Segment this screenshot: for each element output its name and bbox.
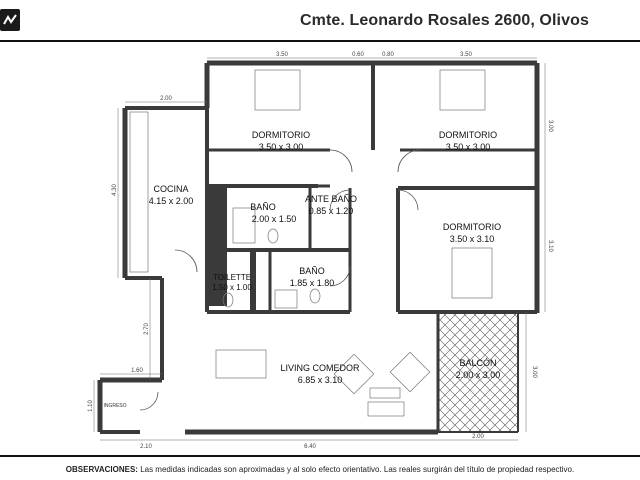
room-name-bedroom-3: DORMITORIO xyxy=(443,222,501,232)
observations-note: OBSERVACIONES: Las medidas indicadas son… xyxy=(0,465,640,474)
dimension-lines xyxy=(93,57,546,441)
header-divider xyxy=(0,40,640,42)
doors xyxy=(139,149,421,411)
room-size-antebath: 0.85 x 1.20 xyxy=(309,206,354,216)
toilet-1 xyxy=(267,228,279,244)
inner-walls xyxy=(205,63,537,314)
room-name-balcony: BALCÓN xyxy=(459,358,496,368)
room-name-toilette: TOILETTE xyxy=(213,273,251,282)
entrance-label: INGRESO xyxy=(103,403,126,409)
room-size-bedroom-1: 3.50 x 3.00 xyxy=(259,142,304,152)
dim-bottom-right: 2.00 xyxy=(472,434,484,440)
toilet-3 xyxy=(309,288,321,304)
room-size-bath-2: 1.85 x 1.80 xyxy=(290,278,335,288)
dim-right-top: 3.00 xyxy=(547,120,553,132)
logo-icon xyxy=(3,14,17,25)
dim-bottom-mid: 6.40 xyxy=(304,444,316,450)
room-size-kitchen: 4.15 x 2.00 xyxy=(149,196,194,206)
dim-bottom-left: 2.10 xyxy=(140,444,152,450)
dim-top-right: 3.50 xyxy=(460,52,472,58)
room-size-bedroom-3: 3.50 x 3.10 xyxy=(450,234,495,244)
kitchen-counter xyxy=(129,111,149,273)
shower xyxy=(274,289,298,309)
room-name-bath-2: BAÑO xyxy=(299,266,325,276)
observations-label: OBSERVACIONES: xyxy=(65,465,138,474)
coffee-table xyxy=(367,401,405,417)
dim-top-left: 3.50 xyxy=(276,52,288,58)
dining-table xyxy=(215,349,267,379)
address-title: Cmte. Leonardo Rosales 2600, Olivos xyxy=(300,12,589,29)
brand-logo xyxy=(0,9,20,31)
armchair-2 xyxy=(333,353,375,395)
furniture xyxy=(129,69,493,417)
bed-2 xyxy=(439,69,486,111)
bed-3 xyxy=(451,247,493,299)
room-size-living: 6.85 x 3.10 xyxy=(298,375,343,385)
balcony-area xyxy=(438,312,518,432)
dim-entry-side: 1.10 xyxy=(88,400,94,412)
room-size-bath-1: 2.00 x 1.50 xyxy=(252,214,297,224)
floor-plan: 3.50 0.60 0.80 3.50 2.00 4.30 3.00 3.10 … xyxy=(88,52,553,450)
footer-divider xyxy=(0,455,640,457)
room-name-kitchen: COCINA xyxy=(153,184,188,194)
room-name-bedroom-1: DORMITORIO xyxy=(252,130,310,140)
room-size-bedroom-2: 3.50 x 3.00 xyxy=(446,142,491,152)
room-name-living: LIVING COMEDOR xyxy=(280,363,360,373)
dim-living-side: 2.70 xyxy=(144,323,150,335)
dim-right-mid: 3.10 xyxy=(547,240,553,252)
toilet-2 xyxy=(222,292,234,308)
room-name-bath-1: BAÑO xyxy=(250,202,276,212)
dim-entry-top: 1.60 xyxy=(131,368,143,374)
dim-kitchen-top: 2.00 xyxy=(160,96,172,102)
shaft xyxy=(207,186,227,306)
room-size-balcony: 2.00 x 3.00 xyxy=(456,370,501,380)
dim-balcony-side: 3.00 xyxy=(531,366,537,378)
bathtub xyxy=(232,207,256,244)
sofa xyxy=(369,387,401,399)
dim-top-mid-a: 0.60 xyxy=(352,52,364,58)
bed-1 xyxy=(254,69,301,111)
dim-kitchen-side: 4.30 xyxy=(112,184,118,196)
room-name-antebath: ANTE BAÑO xyxy=(305,194,357,204)
room-name-bedroom-2: DORMITORIO xyxy=(439,130,497,140)
dim-top-mid-b: 0.80 xyxy=(382,52,394,58)
observations-text: Las medidas indicadas son aproximadas y … xyxy=(140,465,575,474)
room-size-toilette: 1.50 x 1.00 xyxy=(212,283,252,292)
armchair-1 xyxy=(389,351,431,393)
